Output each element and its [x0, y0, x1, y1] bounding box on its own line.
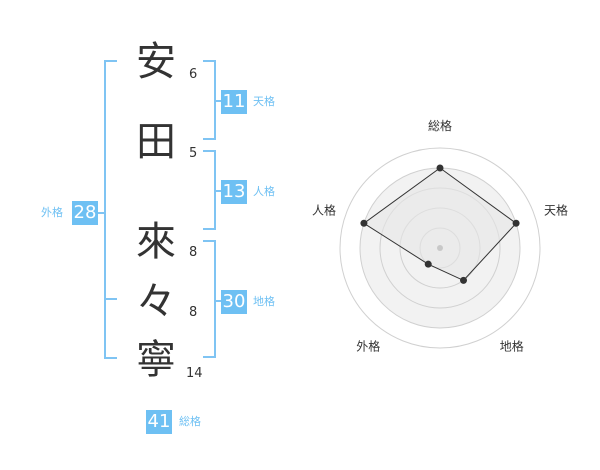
tenkaku-bracket-tick — [215, 100, 221, 102]
radar-data-area — [363, 167, 517, 282]
chikaku-label: 地格 — [253, 295, 275, 308]
soukaku-value-badge: 41 — [146, 410, 172, 434]
name-char-3: 來 — [136, 219, 176, 265]
radar-point-5 — [360, 219, 368, 227]
name-char-1: 安 — [136, 39, 176, 85]
radar-data-points — [360, 164, 520, 284]
gaikaku-label: 外格 — [41, 206, 63, 219]
gaikaku-bracket-tick — [97, 212, 105, 214]
chikaku-value-badge: 30 — [221, 290, 247, 314]
radar-axis-label-2: 天格 — [544, 202, 568, 217]
jinkaku-label: 人格 — [253, 185, 275, 198]
radar-axis-label-4: 外格 — [356, 339, 380, 354]
radar-axis-label-5: 人格 — [312, 202, 336, 217]
radar-point-1 — [436, 164, 444, 172]
radar-axis-label-3: 地格 — [500, 339, 524, 354]
name-char-4: 々 — [136, 279, 176, 325]
radar-point-4 — [424, 260, 432, 268]
radar-center-dot — [437, 245, 443, 251]
tenkaku-label: 天格 — [253, 95, 275, 108]
name-char-2: 田 — [136, 119, 176, 165]
stroke-count-5: 14 — [186, 366, 203, 381]
stroke-count-3: 8 — [189, 245, 198, 260]
tenkaku-value-badge: 11 — [221, 90, 247, 114]
gaikaku-bracket-split — [104, 298, 117, 300]
jinkaku-value-badge: 13 — [221, 180, 247, 204]
stroke-count-1: 6 — [189, 67, 198, 82]
gaikaku-bracket — [104, 60, 117, 359]
stroke-count-2: 5 — [189, 146, 198, 161]
chikaku-bracket — [203, 240, 216, 358]
jinkaku-bracket-tick — [215, 190, 221, 192]
chikaku-bracket-tick — [215, 300, 221, 302]
stroke-count-4: 8 — [189, 305, 198, 320]
radar-point-3 — [460, 276, 468, 284]
gaikaku-value-badge: 28 — [72, 201, 98, 225]
radar-axis-label-1: 総格 — [428, 118, 452, 133]
radar-point-2 — [512, 219, 520, 227]
name-char-5: 寧 — [136, 337, 176, 383]
soukaku-label: 総格 — [179, 415, 201, 428]
